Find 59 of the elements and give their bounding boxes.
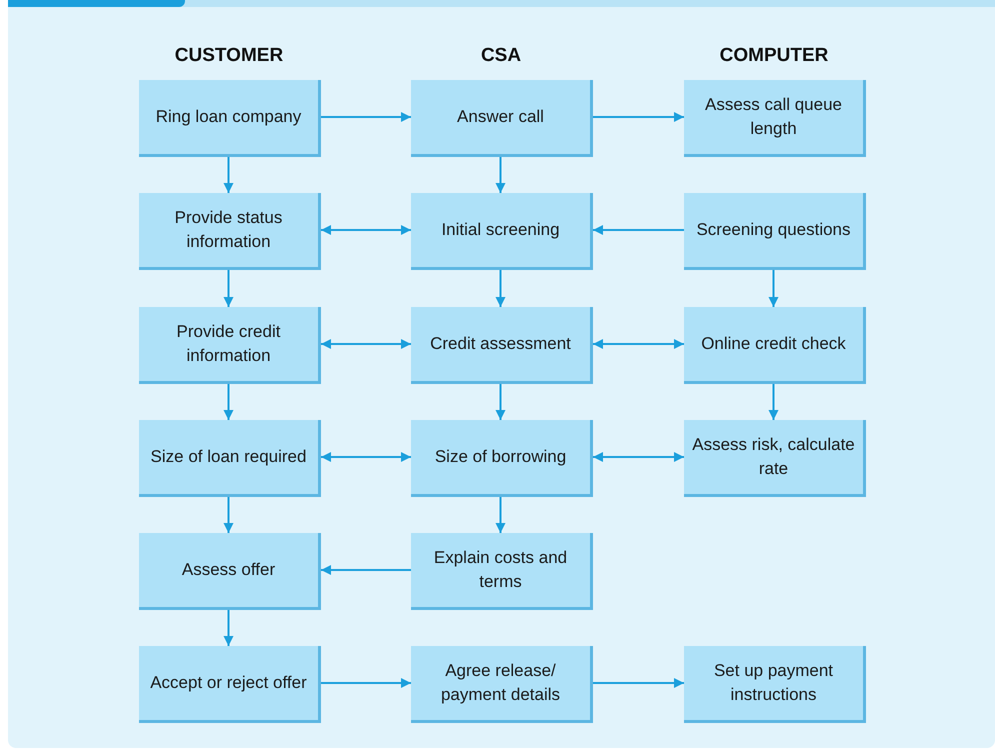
arrow: [321, 565, 411, 575]
box-label: Answer call: [457, 106, 544, 128]
box-label: Agree release/ payment details: [440, 660, 562, 706]
arrow: [593, 678, 684, 688]
box-label: Credit assessment: [430, 333, 571, 355]
arrow: [224, 384, 234, 420]
column-heading: CSA: [480, 45, 522, 67]
arrow: [496, 157, 506, 193]
box-label: Online credit check: [701, 333, 846, 355]
arrow: [321, 452, 411, 462]
process-box: [139, 80, 321, 157]
process-box: [411, 646, 593, 723]
process-box: [139, 307, 321, 384]
box-label: Set up payment instructions: [712, 660, 834, 706]
box-label: Provide status information: [174, 207, 284, 253]
box-label: Screening questions: [696, 219, 851, 241]
arrow: [496, 270, 506, 307]
arrow: [224, 157, 234, 193]
box-label: Explain costs and terms: [432, 547, 568, 593]
box-label: Size of borrowing: [434, 446, 566, 468]
arrow: [321, 112, 411, 122]
arrow: [321, 225, 411, 235]
box-label: Accept or reject offer: [150, 672, 307, 694]
process-box: [411, 80, 593, 157]
process-box: [411, 307, 593, 384]
box-label: Assess risk, calculate rate: [691, 434, 856, 480]
arrow: [321, 678, 411, 688]
arrow: [768, 270, 778, 307]
column-heading: CUSTOMER: [174, 45, 284, 67]
process-box: [684, 420, 866, 497]
arrow: [593, 112, 684, 122]
box-label: Initial screening: [441, 219, 560, 241]
arrow: [224, 270, 234, 307]
process-box: [139, 420, 321, 497]
process-box: [684, 80, 866, 157]
arrow: [496, 384, 506, 420]
arrow: [496, 497, 506, 533]
box-label: Size of loan required: [150, 446, 306, 468]
box-label: Assess call queue length: [704, 94, 844, 140]
process-box: [684, 307, 866, 384]
arrow: [321, 339, 411, 349]
arrow: [224, 610, 234, 646]
process-box: [684, 646, 866, 723]
arrow: [593, 225, 684, 235]
process-box: [139, 533, 321, 610]
arrow: [224, 497, 234, 533]
process-box: [411, 533, 593, 610]
process-box: [139, 646, 321, 723]
process-box: [684, 193, 866, 270]
box-label: Ring loan company: [156, 106, 302, 128]
process-box: [411, 193, 593, 270]
arrow: [768, 384, 778, 420]
arrow: [593, 339, 684, 349]
arrow: [593, 452, 684, 462]
column-heading: COMPUTER: [718, 45, 830, 67]
box-label: Provide credit information: [176, 321, 282, 367]
box-label: Assess offer: [182, 559, 276, 581]
process-box: [139, 193, 321, 270]
process-box: [411, 420, 593, 497]
